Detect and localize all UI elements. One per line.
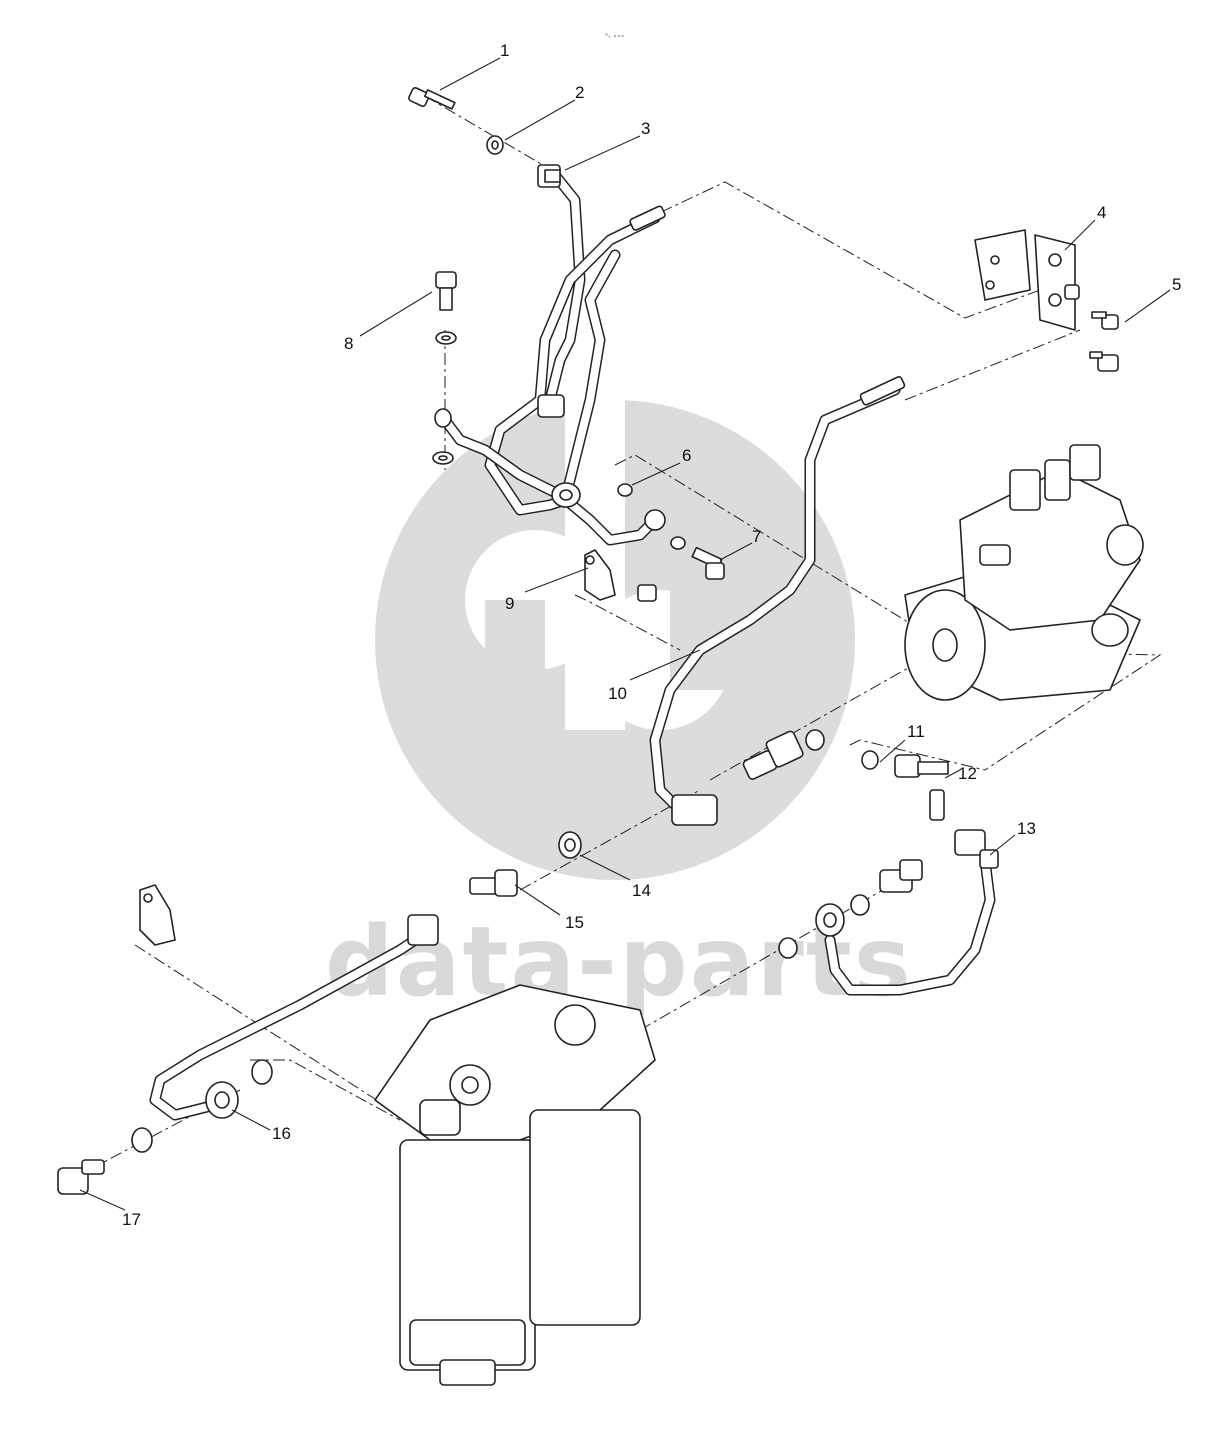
clamp-9 [584, 549, 657, 602]
callout-6: 6 [682, 446, 691, 465]
fitting-3 [537, 164, 561, 188]
callout-7: 7 [752, 527, 761, 546]
callout-8: 8 [344, 334, 353, 353]
callout-15: 15 [565, 913, 584, 932]
callout-16: 16 [272, 1124, 291, 1143]
bolts-5 [1089, 311, 1119, 372]
callout-5: 5 [1172, 275, 1181, 294]
hollow-screw-8 [432, 271, 457, 465]
callout-9: 9 [505, 594, 514, 613]
connector-12 [894, 754, 949, 821]
seal-11 [861, 750, 879, 770]
fuel-pipes [149, 169, 996, 1121]
callout-11: 11 [907, 722, 925, 741]
banjo-bolt-17 [57, 1127, 153, 1195]
screw-7 [670, 536, 725, 580]
watermark-logo [375, 400, 855, 880]
callout-13: 13 [1017, 819, 1036, 838]
connector-15 [469, 869, 518, 897]
banjo-fitting-lower-right [778, 859, 923, 959]
fuel-filter-assembly [374, 984, 656, 1386]
banjo-bolt-1 [408, 87, 456, 110]
fitting-connector-upper [671, 729, 825, 826]
callout-17: 17 [122, 1210, 141, 1229]
banjo-16 [205, 1059, 273, 1119]
callout-leaders [79, 57, 1171, 1211]
callout-14: 14 [632, 881, 651, 900]
callout-10: 10 [608, 684, 627, 703]
callout-4: 4 [1097, 203, 1106, 222]
callout-12: 12 [958, 764, 977, 783]
clamp-upper-left [139, 884, 176, 946]
callout-1: 1 [500, 41, 509, 60]
sealing-ring-2 [486, 135, 504, 155]
callout-3: 3 [641, 119, 650, 138]
pipe-end-fittings [537, 205, 906, 531]
callout-2: 2 [575, 83, 584, 102]
seal-6 [617, 483, 633, 497]
fitting-pipe-lower-left [407, 914, 439, 946]
bracket-4 [974, 229, 1080, 331]
header-mark: °₊ ∘∘∘ [605, 33, 624, 40]
seal-14 [558, 831, 582, 859]
fitting-13 [954, 829, 999, 869]
callout-numbers: 1 2 3 4 5 6 7 8 9 10 11 12 13 14 15 16 1… [122, 41, 1181, 1229]
injection-pump [904, 444, 1144, 701]
